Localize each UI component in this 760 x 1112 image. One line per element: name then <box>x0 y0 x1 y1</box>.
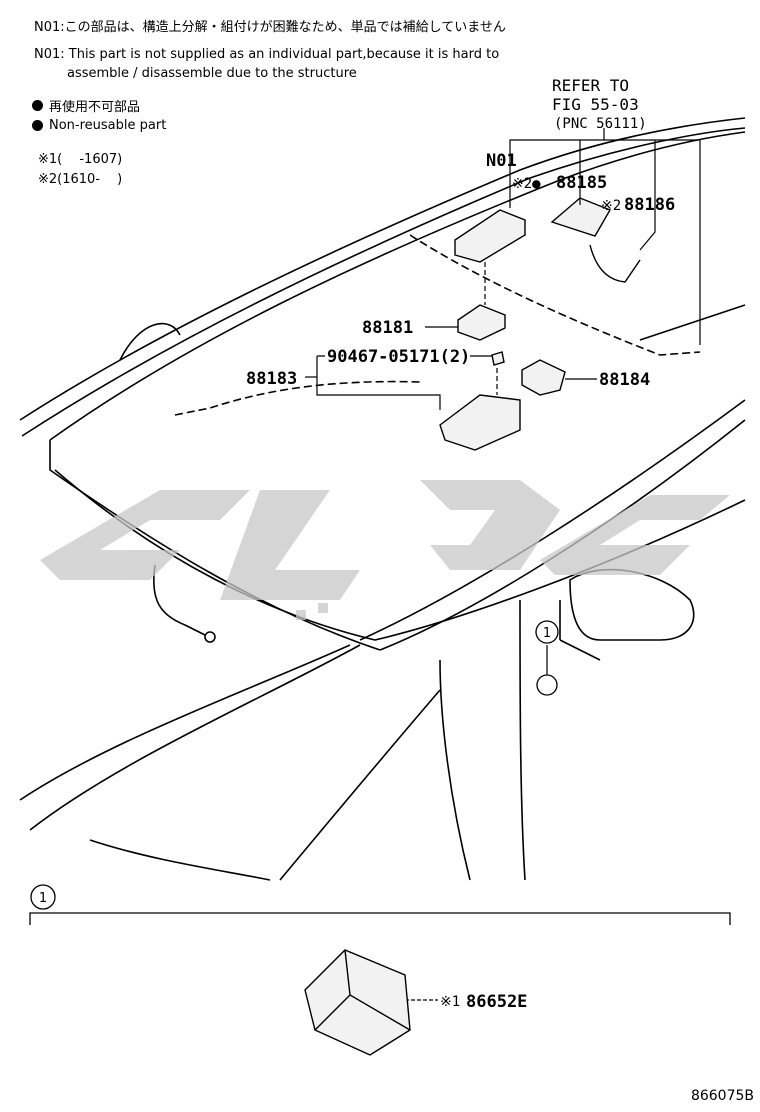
refer-bracket <box>509 139 701 345</box>
callout-empty-circle <box>536 674 558 696</box>
nonreusable-dot-icon <box>32 120 43 131</box>
label-88186-mark: ※2 <box>601 198 621 214</box>
callout-1-text: 1 <box>543 626 551 641</box>
refer-line2: FIG 55-03 <box>552 95 639 114</box>
callout-1-detail-circle <box>30 884 56 910</box>
label-88181: 88181 <box>362 318 413 338</box>
fender-line <box>439 659 471 881</box>
windshield-upper <box>49 131 746 441</box>
refer-leader-88186 <box>639 140 656 251</box>
door-line <box>519 599 526 881</box>
fender-line-3 <box>89 839 271 881</box>
callout-1-circle <box>535 620 559 644</box>
refer-line1: REFER TO <box>552 76 629 95</box>
label-n01: N01 <box>486 151 517 171</box>
note-en-line1: N01: This part is not supplied as an ind… <box>34 47 500 62</box>
label-88184: 88184 <box>599 370 650 390</box>
hood-line-2 <box>19 644 351 801</box>
leader-88183-bracket <box>316 356 441 410</box>
note-jp: N01:この部品は、構造上分解・組付けが困難なため、単品では補給していません <box>34 20 506 35</box>
detail-frame <box>29 912 731 925</box>
mirror-base <box>559 600 601 661</box>
a-pillar <box>379 419 746 651</box>
relay-86652e-icon <box>304 949 411 1056</box>
part-88183-housing-icon <box>439 394 521 451</box>
nonreusable-dot-icon <box>32 100 43 111</box>
headliner-dashed <box>174 380 421 416</box>
watermark-logo-icon <box>40 480 730 620</box>
range-2: ※2(1610- ) <box>38 172 123 187</box>
harness-connector-icon <box>204 631 216 643</box>
part-88185-icon <box>550 197 612 237</box>
a-pillar-2 <box>359 399 746 641</box>
range-1: ※1( -1607) <box>38 152 123 167</box>
part-88184-cover-icon <box>521 359 566 396</box>
page-code: 866075B <box>690 1088 754 1104</box>
windshield-dashed <box>409 234 701 356</box>
legend-jp-text: 再使用不可部品 <box>49 100 141 115</box>
label-88186: 88186 <box>624 195 675 215</box>
hood-line <box>29 644 361 831</box>
part-88186-wire-icon <box>589 244 641 283</box>
pillar-front <box>639 304 746 341</box>
legend-jp: 再使用不可部品 <box>32 96 140 115</box>
legend-en: Non-reusable part <box>32 118 166 133</box>
left-mirror-bump <box>119 322 181 361</box>
label-90467: 90467-05171(2) <box>327 347 470 367</box>
label-88185-mark: ※2● <box>512 176 541 192</box>
note-en-line2: assemble / disassemble due to the struct… <box>67 66 357 81</box>
refer-line3: (PNC 56111) <box>554 116 647 132</box>
fender-line-2 <box>279 689 441 881</box>
roof-line-outer <box>19 117 746 421</box>
label-88185: 88185 <box>556 173 607 193</box>
part-88181-icon <box>457 304 506 341</box>
part-90467-screw-icon <box>491 351 505 366</box>
label-86652e-mark: ※1 <box>440 994 460 1010</box>
harness-wire <box>153 564 206 636</box>
mirror-outline <box>569 568 695 641</box>
legend-en-text: Non-reusable part <box>49 118 167 133</box>
label-86652e: 86652E <box>466 992 527 1012</box>
part-n01-bracket-icon <box>454 209 526 263</box>
label-88183: 88183 <box>246 369 297 389</box>
callout-1-detail-text: 1 <box>39 891 47 906</box>
